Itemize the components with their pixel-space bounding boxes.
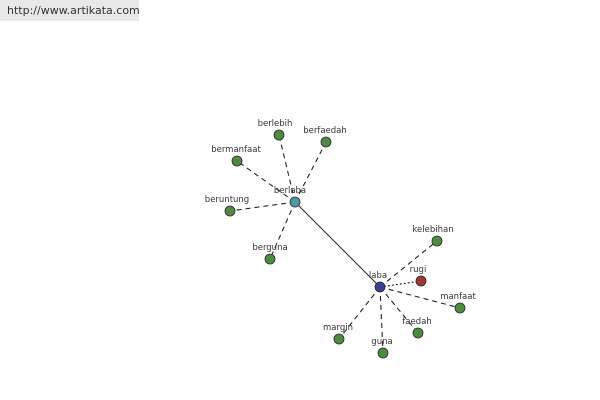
edge-laba-margin [338,286,381,340]
node-label: berguna [252,243,287,253]
edge-laba-faedah [379,286,419,334]
edge-laba-kelebihan [379,240,438,288]
edge-berlaba-berfaedah [294,141,327,203]
node-bermanfaat[interactable]: bermanfaat [211,145,261,167]
node-label: guna [371,337,392,347]
source-url[interactable]: http://www.artikata.com [0,0,140,21]
node-circle[interactable] [412,327,424,339]
node-berlaba[interactable]: berlaba [274,186,306,208]
node-berlebih[interactable]: berlebih [258,119,293,141]
edges-layer [229,134,461,354]
node-faedah[interactable]: faedah [402,317,432,339]
node-laba[interactable]: laba [369,271,387,293]
node-label: kelebihan [412,225,453,235]
node-beruntung[interactable]: beruntung [205,195,249,217]
nodes-layer: berlaba laba berlebih berfaedah bermanfaat be… [205,119,476,359]
node-circle[interactable] [374,281,386,293]
node-label: rugi [410,265,427,275]
node-label: margin [323,323,353,333]
node-circle[interactable] [289,196,301,208]
node-berguna[interactable]: berguna [252,243,288,265]
node-label: bermanfaat [211,145,261,155]
node-circle[interactable] [264,253,276,265]
node-label: faedah [402,317,431,327]
edge-laba-rugi [379,280,422,288]
node-berfaedah[interactable]: berfaedah [303,126,347,148]
node-circle[interactable] [320,136,332,148]
node-label: laba [369,271,387,281]
node-circle[interactable] [231,155,243,167]
node-manfaat[interactable]: manfaat [440,292,476,314]
node-circle[interactable] [431,235,443,247]
node-kelebihan[interactable]: kelebihan [412,225,454,247]
node-label: berfaedah [303,126,347,136]
edge-laba-guna [379,286,384,354]
edge-laba-manfaat [379,286,461,309]
edge-berlaba-laba [294,201,381,288]
node-circle[interactable] [333,333,345,345]
edge-berlaba-berguna [269,201,296,260]
node-circle[interactable] [273,129,285,141]
node-label: manfaat [440,292,476,302]
node-label: beruntung [205,195,249,205]
node-circle[interactable] [415,275,427,287]
node-rugi[interactable]: rugi [410,265,427,287]
node-margin[interactable]: margin [323,323,353,345]
node-guna[interactable]: guna [371,337,393,359]
edge-berlaba-bermanfaat [236,160,296,203]
node-circle[interactable] [454,302,466,314]
node-circle[interactable] [224,205,236,217]
node-circle[interactable] [377,347,389,359]
edge-berlaba-beruntung [229,201,296,212]
node-label: berlebih [258,119,293,129]
node-label: berlaba [274,186,306,196]
edge-berlaba-berlebih [278,134,296,203]
